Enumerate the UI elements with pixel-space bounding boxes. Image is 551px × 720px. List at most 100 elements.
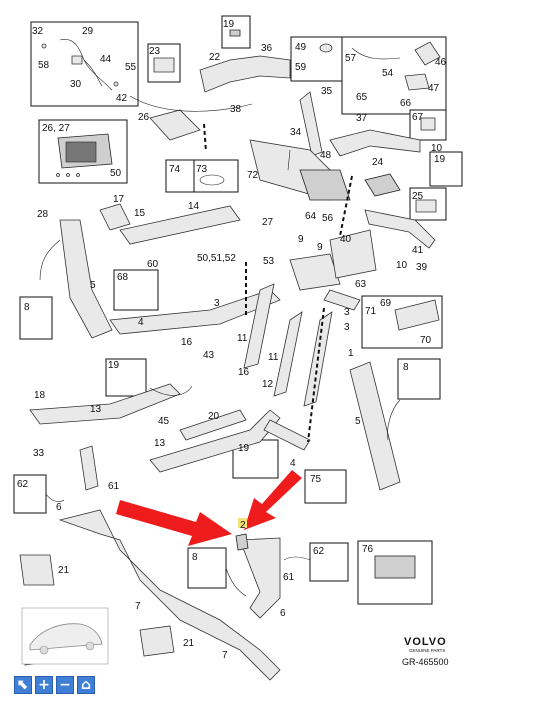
label-73: 73 (196, 164, 208, 175)
inset-box-display (38, 119, 128, 184)
label-17: 17 (113, 194, 125, 205)
cursor-icon[interactable]: ⬉ (14, 676, 32, 694)
label-72: 72 (247, 170, 259, 181)
label-63: 63 (355, 279, 367, 290)
label-67: 67 (412, 112, 424, 123)
label-9a: 9 (298, 234, 304, 245)
label-15: 15 (134, 208, 146, 219)
label-27: 27 (262, 217, 274, 228)
label-50-51-52: 50,51,52 (197, 253, 236, 264)
label-62a: 62 (17, 479, 29, 490)
label-74: 74 (169, 164, 181, 175)
label-3c: 3 (344, 322, 350, 333)
inset-box-62-right (309, 542, 349, 582)
inset-box-8-bottom (187, 547, 227, 589)
inset-box-62-left (13, 474, 47, 514)
label-71: 71 (365, 306, 377, 317)
label-35: 35 (321, 86, 333, 97)
dashed-link-3 (307, 307, 325, 443)
label-19d: 19 (434, 154, 446, 165)
label-11b: 11 (268, 352, 279, 363)
label-4a: 4 (138, 317, 144, 328)
label-6a: 6 (56, 502, 62, 513)
inset-box-8-right (397, 358, 441, 400)
inset-box-19-mid (105, 358, 147, 397)
label-14: 14 (188, 201, 200, 212)
part-labels: 32 29 44 55 58 30 42 23 22 19 36 49 59 5… (17, 19, 447, 661)
label-30: 30 (70, 79, 82, 90)
label-5b: 5 (355, 416, 361, 427)
inset-box-74 (165, 159, 195, 193)
label-24: 24 (372, 157, 384, 168)
label-43: 43 (203, 350, 215, 361)
label-56: 56 (322, 213, 334, 224)
car-thumbnail (21, 607, 109, 665)
label-21a: 21 (58, 565, 70, 576)
label-13b: 13 (154, 438, 166, 449)
inset-box-wiring (30, 21, 139, 107)
label-23: 23 (149, 46, 161, 57)
label-2: 2 (240, 520, 246, 531)
home-icon[interactable]: ⌂ (77, 676, 95, 694)
label-11a: 11 (237, 333, 248, 344)
zoom-in-icon[interactable]: + (35, 676, 53, 694)
label-50a: 50 (110, 168, 122, 179)
label-26b: 26 (138, 112, 150, 123)
label-64: 64 (305, 211, 317, 222)
label-32: 32 (32, 26, 44, 37)
label-9b: 9 (317, 242, 323, 253)
label-75: 75 (310, 474, 322, 485)
label-33: 33 (33, 448, 45, 459)
label-29: 29 (82, 26, 94, 37)
label-76: 76 (362, 544, 374, 555)
label-57: 57 (345, 53, 357, 64)
label-8a: 8 (24, 302, 30, 313)
label-41: 41 (412, 245, 424, 256)
label-1: 1 (348, 348, 354, 359)
label-3a: 3 (214, 298, 220, 309)
label-65: 65 (356, 92, 368, 103)
label-42: 42 (116, 93, 128, 104)
label-5a: 5 (90, 280, 96, 291)
label-37: 37 (356, 113, 368, 124)
label-10b: 10 (396, 260, 408, 271)
label-19a: 19 (223, 19, 235, 30)
label-20: 20 (208, 411, 220, 422)
label-8b: 8 (403, 362, 409, 373)
label-53: 53 (263, 256, 275, 267)
label-39: 39 (416, 262, 428, 273)
label-60: 60 (147, 259, 159, 270)
label-16a: 16 (181, 337, 193, 348)
inset-box-19-right (429, 151, 463, 187)
label-4b: 4 (290, 458, 296, 469)
label-10a: 10 (431, 143, 443, 154)
label-55: 55 (125, 62, 137, 73)
label-7a: 7 (135, 601, 141, 612)
inset-box-75 (304, 469, 347, 504)
viewer-toolbar: ⬉ + − ⌂ (14, 676, 95, 694)
diagram-reference: GR-465500 (402, 657, 449, 667)
inset-box-8-left (19, 296, 53, 340)
brand-name: VOLVO (404, 636, 447, 648)
inset-box-73 (193, 159, 239, 193)
label-44: 44 (100, 54, 112, 65)
label-18: 18 (34, 390, 46, 401)
zoom-out-icon[interactable]: − (56, 676, 74, 694)
inset-box-49 (290, 36, 343, 82)
label-34: 34 (290, 127, 302, 138)
label-21b: 21 (183, 638, 195, 649)
label-69: 69 (380, 298, 392, 309)
label-3b: 3 (344, 307, 350, 318)
label-54: 54 (382, 68, 394, 79)
label-38: 38 (230, 104, 242, 115)
label-59: 59 (295, 62, 307, 73)
label-61a: 61 (108, 481, 120, 492)
red-arrow-annotations (116, 470, 302, 546)
inset-box-68 (113, 269, 159, 311)
label-19b: 19 (108, 360, 120, 371)
label-25: 25 (412, 191, 424, 202)
label-36: 36 (261, 43, 273, 54)
highlight-part-2 (238, 518, 247, 528)
label-70: 70 (420, 335, 432, 346)
label-47: 47 (428, 83, 440, 94)
